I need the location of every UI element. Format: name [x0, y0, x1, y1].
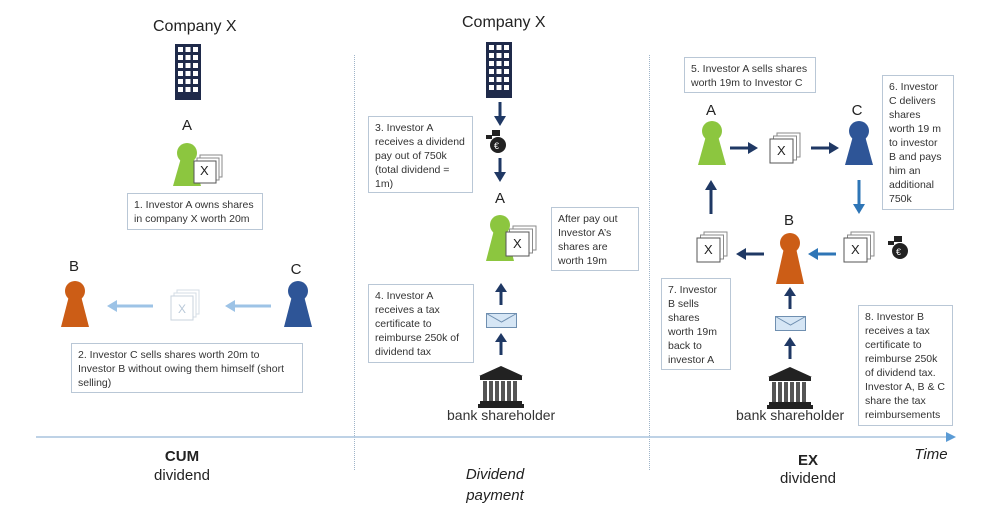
arrow-left-icon [808, 248, 836, 260]
arrow-left-icon [225, 300, 271, 312]
arrow-right-icon [730, 142, 758, 154]
time-axis-arrowhead [946, 432, 956, 442]
arrow-right-icon [811, 142, 839, 154]
envelope-icon [486, 313, 517, 328]
cum-investor-a-label: A [181, 117, 192, 134]
arrow-down-icon [853, 180, 865, 214]
after-payout-note: After pay out Investor A’s shares are wo… [551, 207, 639, 271]
investor-b-pawn-icon [61, 281, 89, 327]
arrow-left-icon [107, 300, 153, 312]
payment-company-title: Company X [462, 14, 546, 31]
share-label: X [200, 163, 209, 178]
bank-icon [478, 366, 524, 408]
share-document-faded-icon: X [170, 289, 200, 321]
separator-left [354, 55, 355, 470]
step-7-box: 7. Investor B sells shares worth 19m bac… [661, 278, 731, 370]
bank-icon [767, 367, 813, 409]
step-8-box: 8. Investor B receives a tax certificate… [858, 305, 953, 426]
step-2-box: 2. Investor C sells shares worth 20m to … [71, 343, 303, 393]
payment-investor-a-label: A [494, 190, 505, 207]
payment-bank-label: bank shareholder [447, 407, 556, 423]
arrow-up-icon [784, 337, 796, 359]
step-3-box: 3. Investor A receives a dividend pay ou… [368, 116, 473, 193]
share-document-icon [505, 225, 537, 257]
ex-investor-b-label: B [783, 212, 794, 229]
cum-phase-label: CUM [164, 448, 200, 465]
cum-company-title: Company X [153, 18, 237, 35]
share-label: X [851, 242, 860, 257]
arrow-down-icon [494, 158, 506, 182]
cum-investor-c-label: C [290, 261, 302, 278]
ex-phase-sub: dividend [780, 470, 836, 487]
share-document-icon [696, 231, 728, 263]
step-1-box: 1. Investor A owns shares in company X w… [127, 193, 263, 230]
share-document-icon [843, 231, 875, 263]
arrow-up-icon [495, 283, 507, 305]
ex-bank-label: bank shareholder [736, 407, 845, 423]
payment-phase-sub: payment [466, 487, 524, 504]
arrow-left-icon [736, 248, 764, 260]
cum-investor-b-label: B [68, 258, 79, 275]
arrow-up-icon [784, 287, 796, 309]
share-label: X [704, 242, 713, 257]
investor-c-pawn-icon [845, 121, 873, 165]
svg-text:€: € [896, 247, 901, 257]
money-bag-icon: € [486, 130, 506, 153]
ex-investor-c-label: C [851, 102, 863, 119]
arrow-up-icon [495, 333, 507, 355]
ex-phase-label: EX [797, 452, 818, 469]
step-5-box: 5. Investor A sells shares worth 19m to … [684, 57, 816, 93]
arrow-down-icon [494, 102, 506, 126]
building-icon [175, 44, 201, 100]
arrow-up-icon [705, 180, 717, 214]
ex-investor-a-label: A [705, 102, 716, 119]
share-label: X [513, 236, 522, 251]
separator-right [649, 55, 650, 470]
building-icon [486, 42, 512, 98]
money-bag-icon: € [888, 236, 908, 259]
investor-c-pawn-icon [284, 281, 312, 327]
step-6-box: 6. Investor C delivers shares worth 19 m… [882, 75, 954, 210]
share-document-icon [193, 154, 223, 184]
payment-phase-label: Dividend [465, 466, 525, 483]
svg-text:€: € [494, 141, 499, 151]
investor-b-pawn-icon [776, 233, 804, 284]
svg-text:X: X [178, 302, 186, 316]
share-document-icon [769, 132, 801, 164]
investor-a-pawn-icon [698, 121, 726, 165]
envelope-icon [775, 316, 806, 331]
step-4-box: 4. Investor A receives a tax certificate… [368, 284, 474, 363]
share-label: X [777, 143, 786, 158]
time-axis-label: Time [914, 446, 948, 463]
cum-phase-sub: dividend [154, 467, 210, 484]
